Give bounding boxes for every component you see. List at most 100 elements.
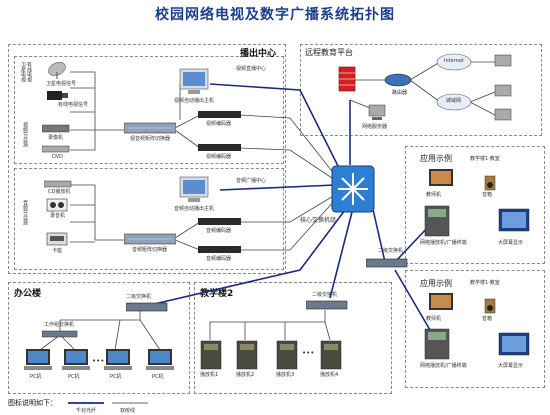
office-box xyxy=(8,282,190,394)
office-pc-1-icon xyxy=(24,349,52,370)
speaker-bottom-icon xyxy=(484,298,496,314)
cable-signal-label: 有线电视信号 xyxy=(58,102,89,108)
audio-subbox xyxy=(14,168,284,270)
speaker-top-label: 音箱 xyxy=(482,192,493,198)
classroom1-label: 教学楼1·教室 xyxy=(470,156,500,162)
t2-terminal-4-label: 播放机4 xyxy=(320,372,339,378)
video-encoder-2-label: 视频编码器 xyxy=(206,154,232,160)
broadcast-center-box xyxy=(8,44,286,274)
t2-l2-switch-icon xyxy=(306,300,348,310)
workgroup-switch-icon xyxy=(42,330,78,338)
decoder-cabinet-top-label: 网络播放机/广播终端 xyxy=(420,240,467,246)
satellite-group-label: 卫星电视 xyxy=(20,62,26,82)
app-example-bottom-title: 应用示例 xyxy=(420,279,452,288)
t2-l2-switch-label: 二级交换机 xyxy=(312,292,338,298)
legend-twisted-label: 双绞线 xyxy=(120,408,136,414)
office-pc-4-icon xyxy=(146,349,174,370)
office-pc-1-label: PC机 xyxy=(30,374,42,380)
remote-server-icon xyxy=(368,104,386,120)
office-pc-2-icon xyxy=(62,349,90,370)
legend-twisted-swatch xyxy=(112,402,148,404)
t2-more-dots: ••• xyxy=(302,349,315,357)
audio-encoder-2-icon xyxy=(198,246,241,253)
office-pc-2-label: PC机 xyxy=(68,374,80,380)
app-example-top-title: 应用示例 xyxy=(420,154,452,163)
office-title: 办公楼 xyxy=(14,289,42,299)
video-host-label: 视频自动播出主机 xyxy=(174,98,215,104)
decoder-cabinet-top-icon xyxy=(424,205,450,237)
firewall-icon xyxy=(338,66,356,92)
audio-encoder-1-label: 音频编码器 xyxy=(206,228,232,234)
speaker-top-icon xyxy=(484,175,496,191)
audio-encoder-2-label: 音频编码器 xyxy=(206,256,232,262)
video-source-label: 视频节目源 xyxy=(22,122,28,147)
lcd-screen-bottom-label: 大屏幕显示 xyxy=(498,363,524,369)
t2-terminal-2-label: 播放机2 xyxy=(236,372,255,378)
video-encoder-1-label: 视频编码器 xyxy=(206,121,232,127)
teaching2-box xyxy=(194,282,392,394)
remote-pc-2-icon xyxy=(494,84,512,97)
legend-title: 图标说明如下： xyxy=(8,399,57,407)
video-camera-icon xyxy=(47,91,68,100)
app-example-top-box xyxy=(405,146,545,264)
internet-label: Internet xyxy=(444,58,464,64)
cd-player-icon xyxy=(44,180,72,188)
t2-terminal-1-icon xyxy=(200,340,222,370)
audio-encoder-1-icon xyxy=(198,218,241,225)
router-label: 路由器 xyxy=(392,90,408,96)
office-l2-switch-icon xyxy=(126,302,168,312)
speaker-bottom-label: 音箱 xyxy=(482,316,493,322)
video-live-label: 视频直播中心 xyxy=(236,66,267,72)
legend-fiber-label: 千兆光纤 xyxy=(76,408,97,414)
legend-fiber-swatch xyxy=(68,402,104,404)
cable-tv-label: 有线电视 xyxy=(26,62,32,82)
router-icon xyxy=(384,73,412,87)
lcd-screen-top-icon xyxy=(498,208,530,232)
sat-receiver-label: 卫星电视信号 xyxy=(46,81,77,87)
tuner-label: 卡座 xyxy=(52,248,63,254)
remote-platform-title: 远程教育平台 xyxy=(305,48,353,57)
audio-host-label: 音频自动播出主机 xyxy=(174,206,215,212)
internet-cloud-icon xyxy=(436,53,472,71)
dvd-label: DVD xyxy=(52,154,64,160)
core-switch-label: 核心交换机组 xyxy=(300,217,337,224)
video-matrix-icon xyxy=(124,122,176,134)
teacher-pc-bottom-label: 教师机 xyxy=(426,316,442,322)
tape-player-icon xyxy=(46,198,68,212)
decoder-cabinet-bottom-icon xyxy=(424,328,450,360)
video-encoder-2-icon xyxy=(198,144,241,151)
recorder-icon xyxy=(42,124,70,133)
audio-source-label: 音频节目源 xyxy=(22,200,28,225)
office-l2-switch-label: 二级交换机 xyxy=(126,294,152,300)
t2-terminal-2-icon xyxy=(236,340,258,370)
satellite-dish-icon xyxy=(48,62,66,79)
dvd-player-icon xyxy=(42,145,70,153)
lan-cloud-icon xyxy=(436,93,472,111)
classroom-tv-top-icon xyxy=(429,169,453,186)
lcd-screen-bottom-icon xyxy=(498,332,530,356)
decoder-cabinet-bottom-label: 网络播放机/广播终端 xyxy=(420,363,467,369)
video-encoder-1-icon xyxy=(198,111,241,118)
audio-matrix-label: 音频矩阵切换器 xyxy=(132,247,168,253)
video-subbox xyxy=(14,56,284,164)
remote-server-label: 网络服务器 xyxy=(362,124,388,130)
t2-terminal-4-icon xyxy=(320,340,342,370)
video-host-monitor-icon xyxy=(179,68,209,94)
app-example-bottom-box xyxy=(405,270,545,388)
t2-terminal-3-label: 播放机3 xyxy=(276,372,295,378)
tuner-icon xyxy=(46,232,68,246)
teacher-pc-top-label: 教师机 xyxy=(426,192,442,198)
audio-host-monitor-icon xyxy=(179,176,209,202)
core-switch-icon xyxy=(331,165,375,213)
office-pc-3-icon xyxy=(104,349,132,370)
audio-matrix-icon xyxy=(124,233,176,245)
broadcast-center-title: 播出中心 xyxy=(240,49,277,59)
t2-terminal-3-icon xyxy=(276,340,298,370)
classroom2-label: 教学楼1·教室 xyxy=(470,280,500,286)
office-more-dots: ••• xyxy=(92,357,105,365)
lcd-screen-top-label: 大屏幕显示 xyxy=(498,240,524,246)
office-pc-3-label: PC机 xyxy=(110,374,122,380)
right-l2-switch-icon xyxy=(366,258,408,268)
t2-terminal-1-label: 播放机1 xyxy=(200,372,219,378)
